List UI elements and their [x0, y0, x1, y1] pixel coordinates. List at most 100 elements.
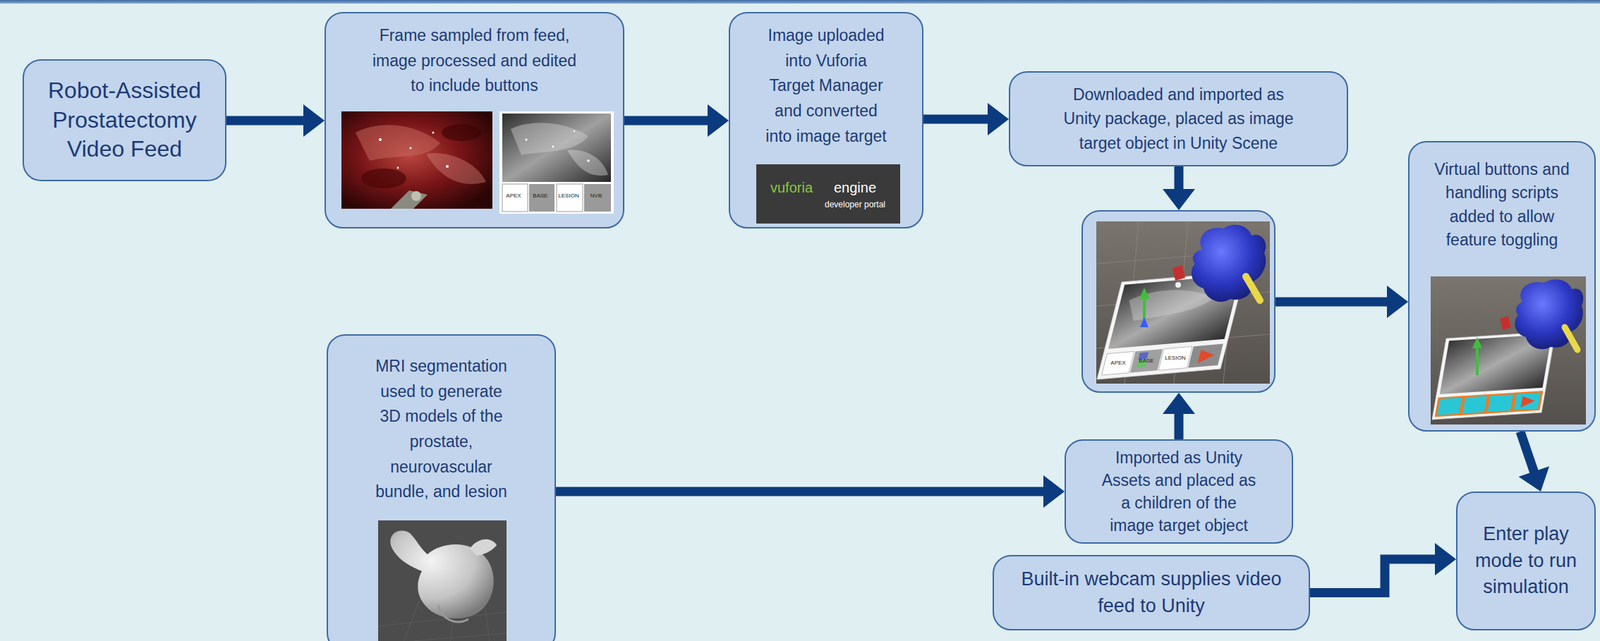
arrow-shaft: [624, 116, 709, 126]
box-text: Robot-Assisted Prostatectomy Video Feed: [35, 76, 214, 165]
arrow-head: [1162, 392, 1196, 415]
illustration-shape: [499, 111, 614, 214]
illustration-shape: [390, 190, 428, 209]
box-text: LESION: [1164, 355, 1186, 362]
arrow-head: [1518, 466, 1550, 492]
image-label: BASE: [532, 193, 548, 200]
flow-arrow: [1518, 431, 1550, 492]
illustration-shape: [1197, 348, 1217, 364]
process-box: Virtual buttons and handling scripts add…: [1408, 141, 1596, 432]
box-text: Imported as Unity Assets and placed as a…: [1099, 446, 1259, 538]
arrow-shaft: [555, 487, 1045, 497]
illustration-shape: [502, 113, 611, 183]
process-box: Robot-Assisted Prostatectomy Video Feed: [22, 59, 227, 182]
arrow-shaft: [1520, 431, 1535, 473]
illustration-shape: [1435, 397, 1464, 417]
illustration-shape: [1430, 276, 1586, 425]
illustration-shape: [1158, 346, 1193, 371]
arrow-shaft: [1310, 559, 1437, 594]
illustration-shape: [552, 146, 555, 149]
illustration-shape: [1191, 225, 1266, 302]
top-bar: [0, 0, 1600, 4]
illustration-shape: [756, 164, 901, 224]
illustration-shape: [378, 520, 507, 641]
box-text: Frame sampled from feed, image processed…: [368, 23, 581, 99]
illustration-shape: [1475, 347, 1479, 376]
illustration-shape: [411, 191, 422, 202]
flow-arrow: [555, 475, 1065, 508]
illustration-shape: [1486, 393, 1515, 414]
illustration-shape: [1175, 282, 1181, 288]
illustration-shape: [397, 167, 400, 170]
arrow-shaft: [1275, 297, 1389, 307]
illustration-shape: [1130, 349, 1163, 374]
illustration-shape: [341, 111, 493, 209]
illustration-shape: [1096, 221, 1270, 384]
box-text: Virtual buttons and handling scripts add…: [1426, 158, 1579, 252]
image-label: vuforia: [770, 179, 813, 196]
illustration-shape: [586, 159, 590, 163]
image-label: APEX: [505, 193, 521, 200]
illustration-shape: [1140, 317, 1149, 328]
flow-arrow: [1162, 392, 1196, 440]
illustration-shape: [441, 124, 482, 142]
virtual-buttons-screenshot: [1430, 276, 1586, 425]
flow-arrow: [226, 104, 325, 137]
box-text: Enter play mode to run simulation: [1465, 521, 1587, 602]
illustration-shape: [409, 146, 412, 149]
box-text: Built-in webcam supplies video feed to U…: [1010, 566, 1293, 621]
flow-arrow: [1310, 543, 1457, 594]
illustration-shape: [1512, 391, 1543, 412]
process-box: MRI segmentation used to generate 3D mod…: [326, 334, 556, 641]
prostate-model-image: [378, 520, 507, 641]
illustration-shape: [426, 153, 487, 185]
arrow-head: [987, 102, 1009, 136]
illustration-shape: [1514, 279, 1584, 350]
image-label: developer portal: [824, 200, 886, 210]
illustration-shape: [1139, 287, 1150, 300]
process-box: Frame sampled from feed, image processed…: [324, 11, 625, 229]
flow-arrow: [1162, 166, 1196, 211]
arrow-head: [1162, 189, 1196, 211]
illustration-shape: [567, 150, 609, 176]
illustration-shape: [1472, 337, 1483, 349]
illustration-shape: [1245, 276, 1260, 301]
arrow-shaft: [923, 114, 990, 125]
arrow-head: [1043, 475, 1065, 508]
illustration-shape: [1188, 344, 1224, 369]
illustration-shape: [1172, 265, 1186, 281]
arrow-head: [303, 104, 325, 137]
box-text: APEX: [1110, 360, 1126, 367]
arrow-shaft: [1174, 412, 1184, 440]
arrow-shaft: [1174, 166, 1184, 191]
illustration-shape: [1520, 395, 1536, 408]
flow-arrow: [1275, 285, 1409, 319]
illustration-shape: [556, 184, 583, 212]
illustration-shape: [1101, 351, 1135, 376]
illustration-shape: [445, 165, 449, 168]
illustration-shape: [1096, 221, 1270, 384]
illustration-shape: [529, 184, 555, 212]
flow-arrow: [923, 102, 1009, 136]
illustration-shape: [1499, 316, 1512, 331]
illustration-shape: [502, 184, 528, 212]
illustration-shape: [432, 131, 435, 135]
process-box: Image uploaded into Vuforia Target Manag…: [728, 11, 924, 229]
flow-arrow: [624, 104, 729, 137]
image-label: NVB: [590, 193, 602, 200]
illustration-shape: [378, 138, 382, 142]
illustration-shape: [1461, 395, 1489, 415]
arrow-head: [1386, 285, 1409, 319]
box-text: MRI segmentation used to generate 3D mod…: [368, 354, 514, 506]
illustration-shape: [361, 168, 407, 189]
arrow-head: [1434, 543, 1457, 576]
process-box: APEXBASELESION: [1081, 210, 1276, 393]
illustration-shape: [438, 605, 469, 623]
process-box: Enter play mode to run simulation: [1456, 491, 1596, 631]
process-box: Downloaded and imported as Unity package…: [1008, 71, 1349, 167]
arrow-head: [707, 104, 729, 137]
illustration-shape: [584, 184, 611, 212]
illustration-shape: [573, 130, 576, 133]
